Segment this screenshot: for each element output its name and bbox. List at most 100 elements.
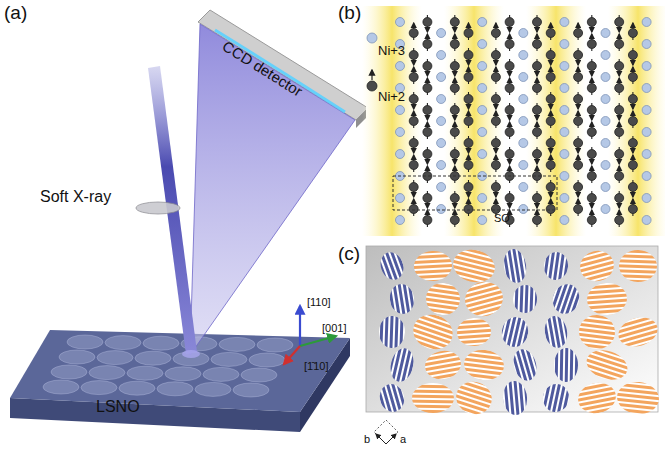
ni2-site [574,161,583,170]
ni2-site [628,51,637,60]
ni2-site [546,139,555,148]
ni2-site [491,183,500,192]
ni2-site [450,150,459,159]
ni2-site [546,51,555,60]
ni2-site [628,117,637,126]
ni2-site [491,117,500,126]
ni2-site [587,128,596,137]
ni2-site [628,183,637,192]
sample-label: LSNO [96,398,140,416]
ni2-site [409,73,418,82]
ni2-site [533,106,542,115]
ni2-site [464,29,473,38]
ni2-site [423,194,432,203]
unit-label: SO [494,212,510,224]
ni2-site [587,172,596,181]
ni3-site [560,150,569,159]
horizontal-domain [423,348,463,382]
axis-label: [110] [307,296,331,308]
ni2-site [491,51,500,60]
beam-footprint [157,382,193,396]
ni3-site [642,62,651,71]
ni2-site [450,84,459,93]
horizontal-domain [450,245,498,286]
horizontal-domain [413,250,453,282]
beam-footprint [43,380,79,394]
ni3-site [642,150,651,159]
ni2-site [574,95,583,104]
charge-stripe [526,6,586,236]
horizontal-domain [575,380,618,417]
ni2-site [505,40,514,49]
ni2-site [505,106,514,115]
ni3-site [396,18,405,27]
ni2-site [533,150,542,159]
ni2-site [546,29,555,38]
horizontal-domain [424,281,462,317]
ni2-site [546,183,555,192]
ni3-site [601,117,610,126]
ni2-site [628,161,637,170]
beam-footprint [257,338,293,352]
ni2-site [615,84,624,93]
beam-label: Soft X-ray [40,188,111,206]
ni2-site [505,128,514,137]
horizontal-domain [583,345,632,385]
ni2-site [628,205,637,214]
ni2-site [533,62,542,71]
ni2-site [615,128,624,137]
horizontal-domain [615,380,660,416]
ni3-site [560,106,569,115]
ni2-site [587,106,596,115]
ni2-site [546,117,555,126]
vertical-domain [502,380,529,416]
ni2-site [464,139,473,148]
ni3-site [478,18,487,27]
ni3-site [642,194,651,203]
beam-footprint [135,351,171,365]
ni3-site [478,128,487,137]
beam-footprint [165,367,201,381]
ni3-site [478,216,487,225]
ni2-site [409,29,418,38]
ni3-site [478,40,487,49]
ni3-site [601,139,610,148]
beam-footprint [241,368,277,382]
ni2-site [628,139,637,148]
ni2-site [615,62,624,71]
band-frame [366,6,658,236]
ni2-site [423,106,432,115]
horizontal-domain [412,383,455,414]
ni3-site [396,62,405,71]
unit-cell-box [393,176,557,210]
ni2-site [491,73,500,82]
vertical-domain [554,348,579,382]
beam-footprint [195,382,231,396]
ni3-site [437,205,446,214]
ni2-site [587,216,596,225]
ni3-site [560,40,569,49]
ni2-site [464,117,473,126]
ab-axes [374,420,398,444]
ni3-site [560,18,569,27]
ni3-site [519,51,528,60]
ni2-site [615,216,624,225]
charge-stripe [608,6,665,236]
ni3-site [519,205,528,214]
ni2-site [464,51,473,60]
panel-letter: (a) [4,3,27,24]
ni2-site [574,205,583,214]
beam-footprint [211,352,247,366]
horizontal-domain [577,247,618,285]
beam-footprint [119,381,155,395]
ni2-site [615,18,624,27]
ni2-site [587,194,596,203]
ni2-site [409,139,418,148]
aperture [136,202,180,214]
ni2-site [533,18,542,27]
ni2-site [450,18,459,27]
horizontal-domain [615,313,661,351]
beam-footprint [233,383,269,397]
ni2-site [409,205,418,214]
